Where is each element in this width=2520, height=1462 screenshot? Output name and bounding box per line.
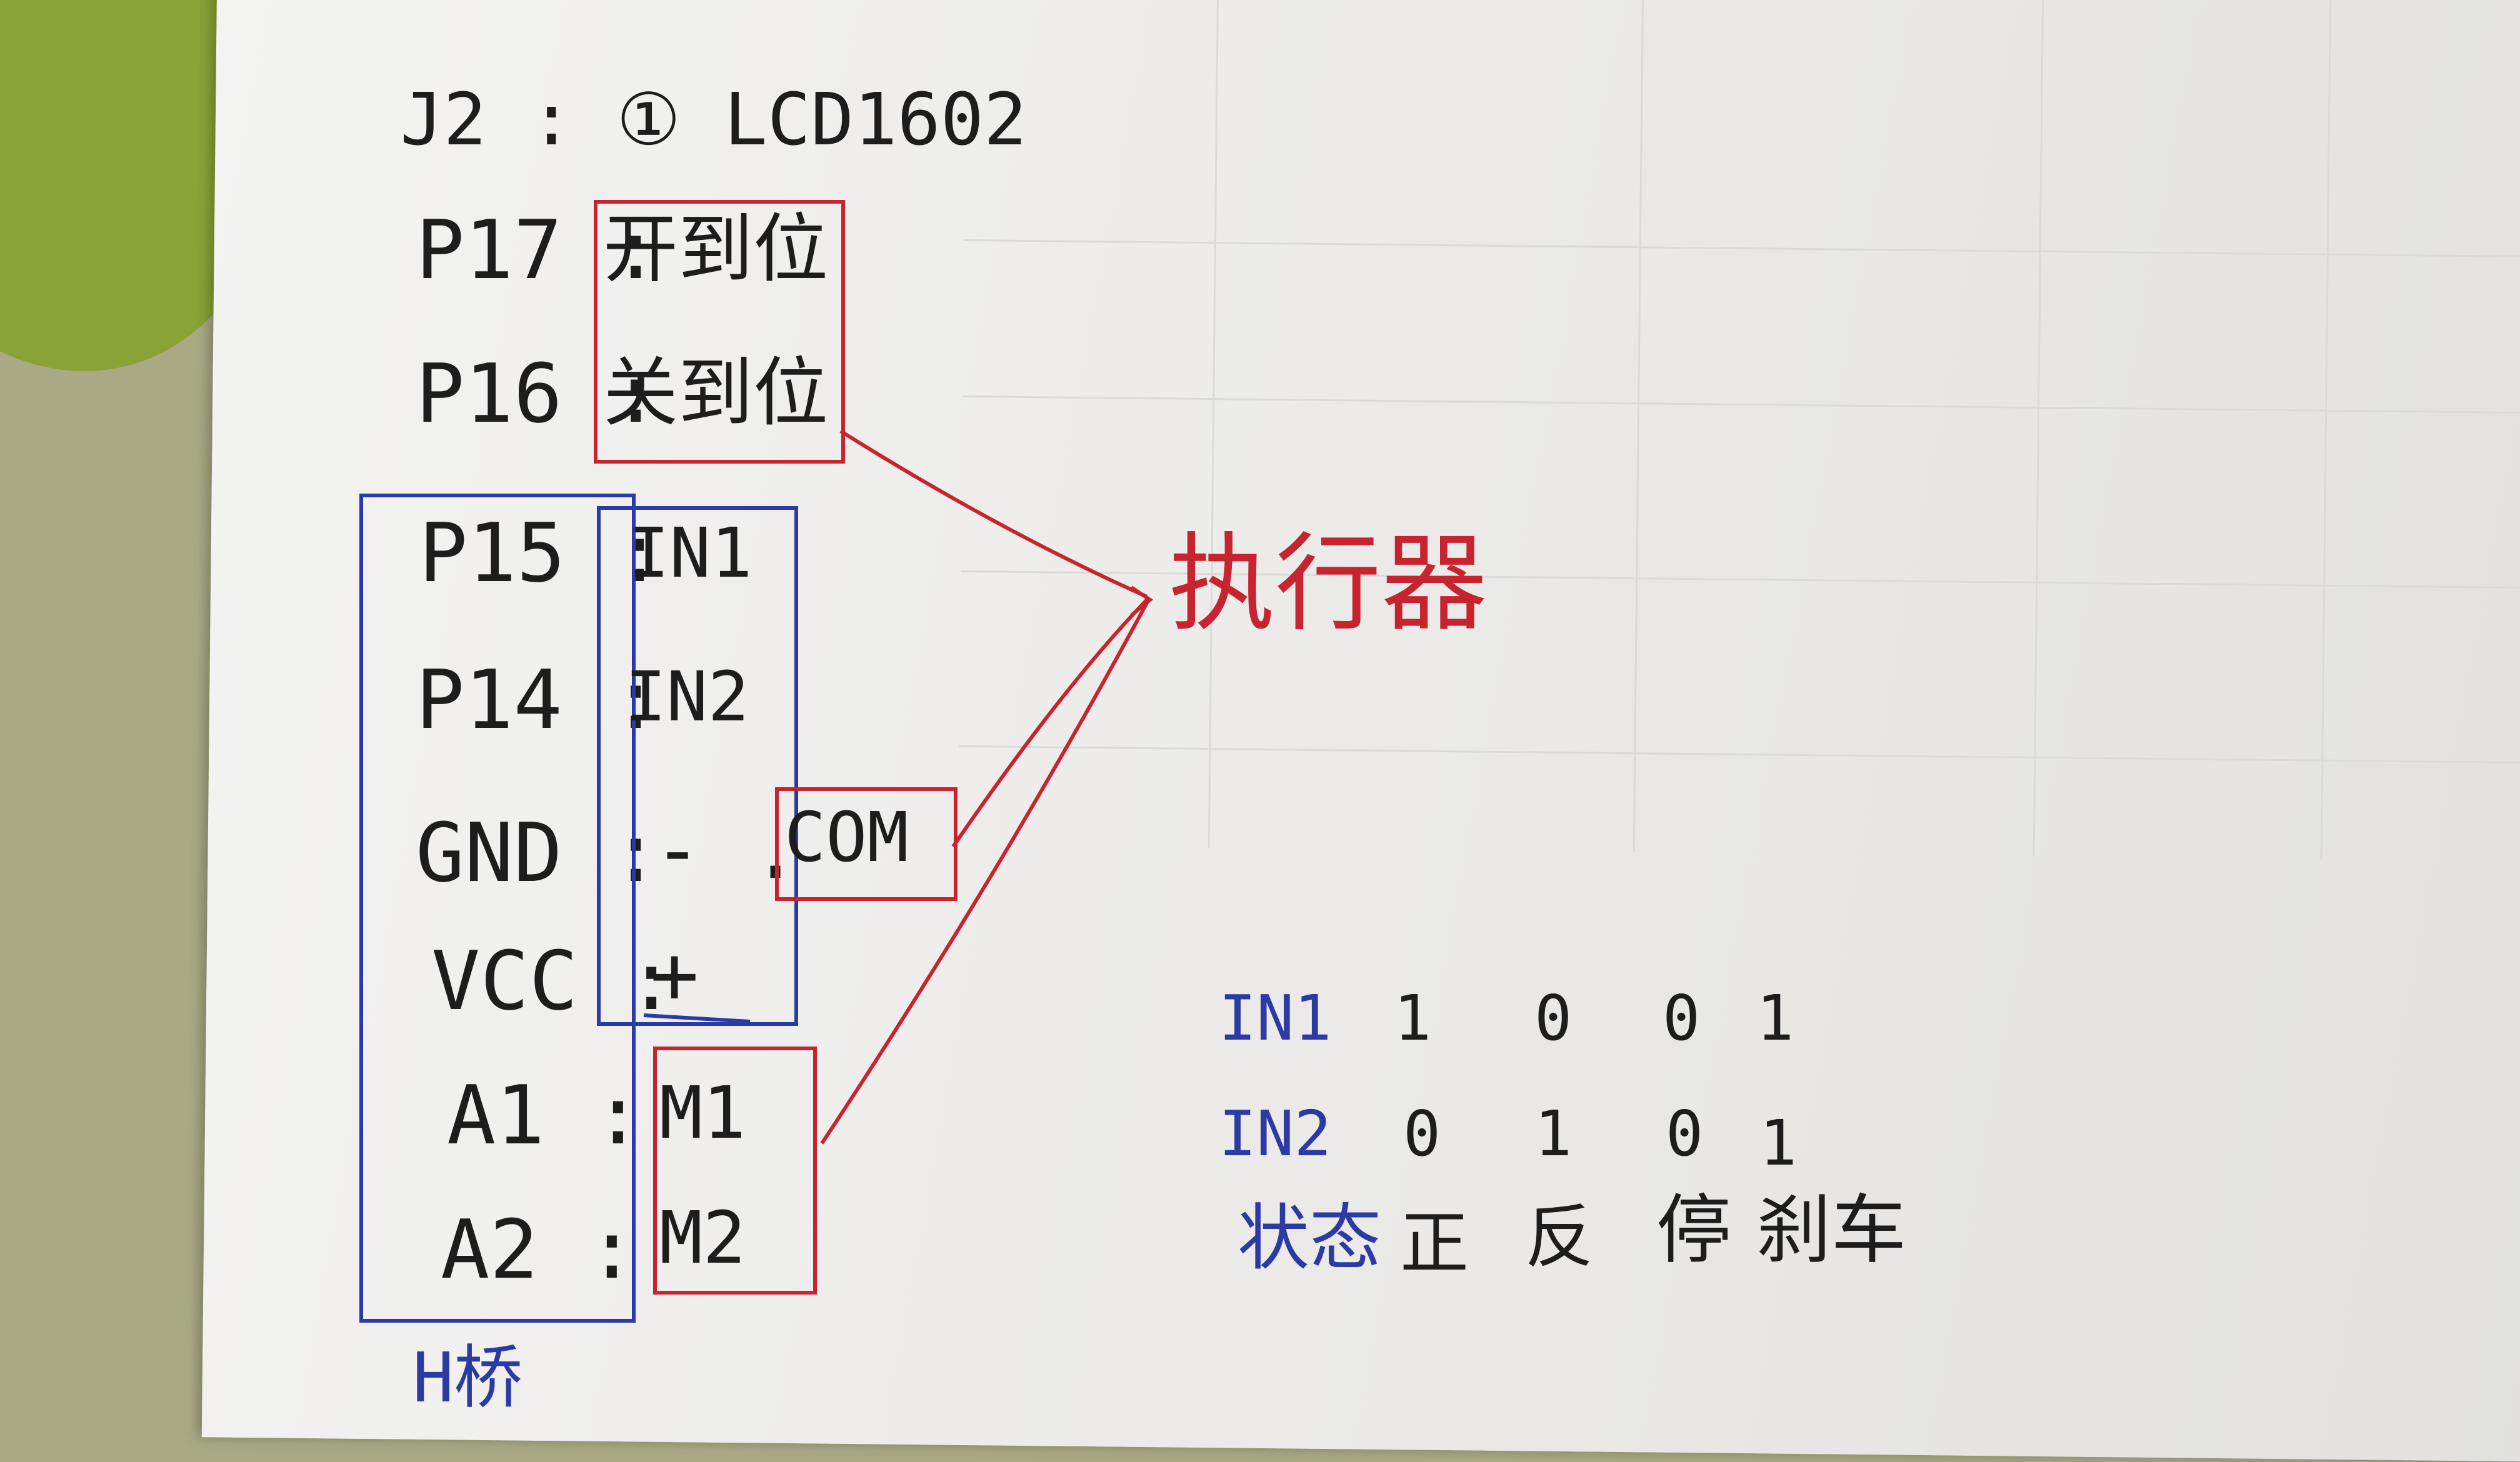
p16-value: 关到位 [603,350,828,437]
p16-label: P16 : [416,346,661,441]
in2-value-1: 0 [1403,1097,1441,1170]
j2-label: J2 : ① LCD1602 [400,78,1028,162]
driver-inputs-box [597,506,798,1026]
motor-box [653,1047,817,1295]
h-bridge-box [359,494,636,1323]
in2-row-label: IN2 [1219,1097,1332,1170]
actuator-connection-lines [643,429,1154,1145]
state-reverse: 反 [1525,1197,1594,1277]
in1-value-2: 0 [1534,982,1572,1055]
in1-value-4: 1 [1756,982,1794,1055]
state-row-label: 状态 [1238,1196,1382,1280]
p17-label: P17 : [416,202,661,297]
p17-value: 开到位 [603,206,828,293]
m2-value: M2 [659,1196,746,1280]
in2-value-4: 1 [1759,1106,1798,1180]
state-forward: 正 [1400,1203,1469,1283]
in1-value-1: 1 [1394,982,1432,1055]
state-brake: 刹车 [1756,1187,1906,1274]
m1-value: M1 [659,1072,746,1155]
in2-value-3: 0 [1666,1097,1704,1170]
p14-label: P14 : [416,652,661,747]
state-stop: 停 [1656,1187,1731,1274]
in1-value-3: 0 [1662,982,1701,1055]
a1-label: A1 : [447,1068,643,1163]
com-label: COM [784,797,909,877]
p15-label: P15 : [419,505,664,600]
h-bridge-label: H桥 [412,1338,523,1418]
in2-value-2: 1 [1534,1097,1572,1170]
p14-value: IN2 [625,657,749,737]
gnd-label: GND : [416,805,661,900]
vcc-value: + [650,927,699,1022]
limit-switch-box [594,200,845,464]
a2-label: A2 : [441,1202,637,1297]
in1-row-label: IN1 [1219,982,1332,1055]
actuator-label: 执行器 [1169,522,1488,646]
p15-value: IN1 [628,513,752,593]
